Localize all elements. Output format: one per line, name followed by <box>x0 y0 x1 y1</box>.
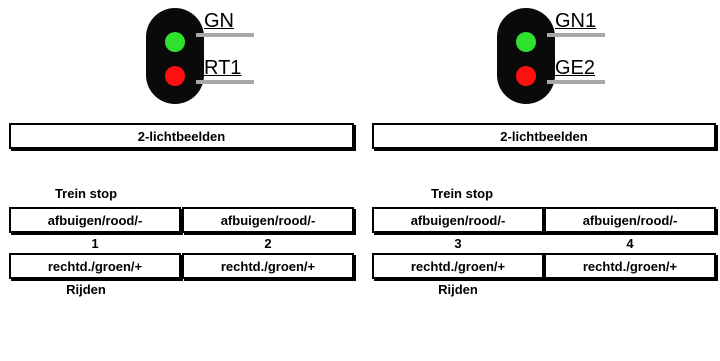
button-label: afbuigen/rood/- <box>582 212 678 228</box>
address-number-3: 3 <box>454 236 462 251</box>
address-number-4: 4 <box>626 236 634 251</box>
signal-title-box: 2-lichtbeelden <box>372 123 716 149</box>
lead-line-bottom <box>196 80 254 84</box>
red-lamp-icon <box>516 66 536 86</box>
drive-label: Rijden <box>438 282 478 297</box>
signal-label-bottom: GE2 <box>555 57 596 79</box>
signal-label-bottom: RT1 <box>204 57 242 79</box>
button-label: afbuigen/rood/- <box>410 212 506 228</box>
stop-label: Trein stop <box>54 186 118 201</box>
button-2-diverge[interactable]: afbuigen/rood/- <box>182 207 354 233</box>
green-lamp-icon <box>165 32 185 52</box>
signal-title: 2-lichtbeelden <box>500 128 588 144</box>
red-lamp-icon <box>165 66 185 86</box>
button-label: rechtd./groen/+ <box>47 258 143 274</box>
button-4-straight[interactable]: rechtd./groen/+ <box>544 253 716 279</box>
signal-title: 2-lichtbeelden <box>137 128 226 144</box>
signal-head-right <box>497 8 555 104</box>
button-label: afbuigen/rood/- <box>220 212 316 228</box>
drive-label: Rijden <box>66 282 106 297</box>
lead-line-top <box>547 33 605 37</box>
button-4-diverge[interactable]: afbuigen/rood/- <box>544 207 716 233</box>
button-label: rechtd./groen/+ <box>582 258 678 274</box>
button-label: afbuigen/rood/- <box>47 212 143 228</box>
button-1-straight[interactable]: rechtd./groen/+ <box>9 253 181 279</box>
lead-line-bottom <box>547 80 605 84</box>
stop-label: Trein stop <box>430 186 494 201</box>
address-number-2: 2 <box>264 236 272 251</box>
button-label: rechtd./groen/+ <box>220 258 316 274</box>
button-label: rechtd./groen/+ <box>410 258 506 274</box>
button-1-diverge[interactable]: afbuigen/rood/- <box>9 207 181 233</box>
signal-label-top: GN1 <box>555 10 597 32</box>
button-2-straight[interactable]: rechtd./groen/+ <box>182 253 354 279</box>
signal-title-box: 2-lichtbeelden <box>9 123 354 149</box>
signal-head-left <box>146 8 204 104</box>
lead-line-top <box>196 33 254 37</box>
green-lamp-icon <box>516 32 536 52</box>
button-3-straight[interactable]: rechtd./groen/+ <box>372 253 544 279</box>
button-3-diverge[interactable]: afbuigen/rood/- <box>372 207 544 233</box>
address-number-1: 1 <box>91 236 99 251</box>
signal-label-top: GN <box>204 10 234 32</box>
